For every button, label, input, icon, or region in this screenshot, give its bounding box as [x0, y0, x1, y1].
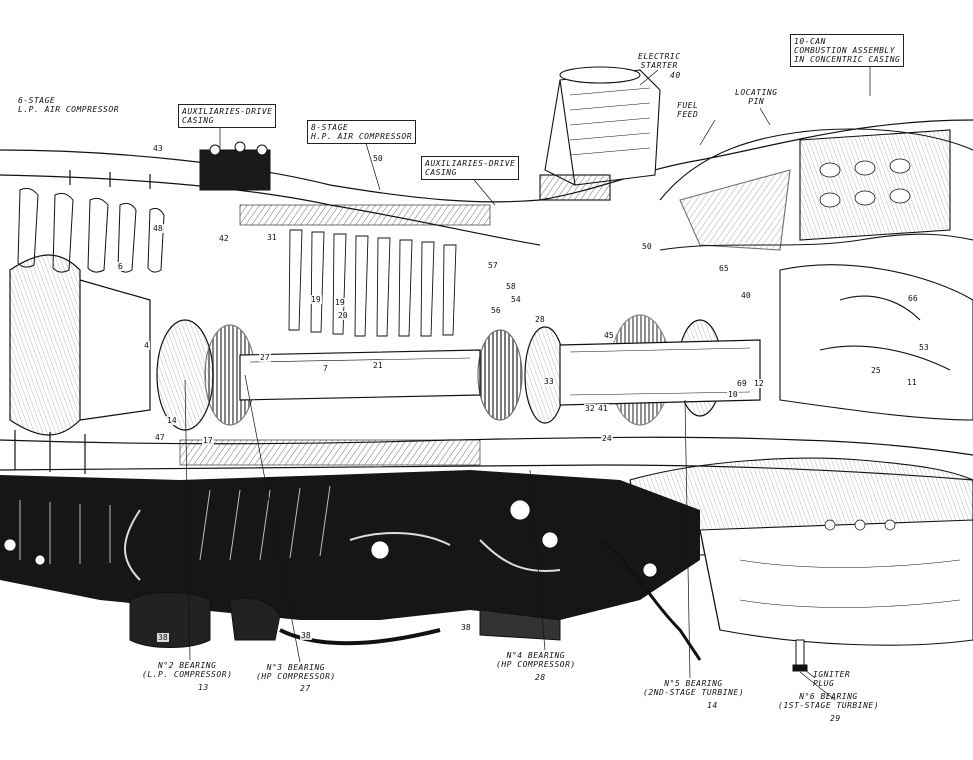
part-number: 4 [143, 341, 150, 350]
turbine-casing [629, 457, 973, 646]
callout-electric-starter: ELECTRIC STARTER [638, 52, 681, 70]
callout-bearing-2-ref: 13 [198, 683, 209, 692]
part-number: 24 [601, 434, 613, 443]
callout-lp-compressor: 6-STAGE L.P. AIR COMPRESSOR [18, 96, 120, 114]
part-number: 14 [166, 416, 178, 425]
part-number: 32 [584, 404, 596, 413]
part-number: 50 [641, 242, 653, 251]
casing-studs [14, 170, 151, 474]
aux-drive-casing-1 [199, 141, 271, 191]
callout-bearing-5-ref: 14 [707, 701, 718, 710]
part-number: 58 [505, 282, 517, 291]
part-number: 19 [334, 298, 346, 307]
callout-bearing-3-ref: 27 [300, 684, 311, 693]
callout-bearing-5: N°5 BEARING (2ND-STAGE TURBINE) [643, 679, 745, 697]
main-shaft [239, 314, 761, 426]
lower-accessory-section [0, 470, 702, 661]
part-number: 7 [322, 364, 329, 373]
callout-locating-pin: LOCATING PIN [735, 88, 778, 106]
callout-bearing-4: N°4 BEARING (HP COMPRESSOR) [496, 651, 576, 669]
part-number: 42 [218, 234, 230, 243]
part-number: 12 [753, 379, 765, 388]
callout-bearing-3: N°3 BEARING (HP COMPRESSOR) [256, 663, 336, 681]
part-number: 43 [152, 144, 164, 153]
part-number: 66 [907, 294, 919, 303]
part-number: 28 [534, 315, 546, 324]
part-number: 19 [310, 295, 322, 304]
part-number: 56 [490, 306, 502, 315]
callout-igniter-plug: IGNITER PLUG [813, 670, 851, 688]
part-number: 25 [870, 366, 882, 375]
part-number: 11 [906, 378, 918, 387]
leader-lines [184, 66, 871, 701]
part-number: 45 [603, 331, 615, 340]
part-number: 40 [740, 291, 752, 300]
lp-compressor-blades [17, 187, 165, 273]
lp-rotor [9, 254, 256, 436]
part-number: 33 [543, 377, 555, 386]
part-number: 53 [918, 343, 930, 352]
part-number: 10 [727, 390, 739, 399]
callout-bearing-4-ref: 28 [535, 673, 546, 682]
part-number: 38 [300, 631, 312, 640]
part-number: 48 [152, 224, 164, 233]
part-number: 69 [736, 379, 748, 388]
callout-bearing-6-ref: 29 [830, 714, 841, 723]
part-number: 21 [372, 361, 384, 370]
callout-aux-drive-casing-2: AUXILIARIES-DRIVE CASING [421, 156, 520, 180]
callout-bearing-2: N°2 BEARING (L.P. COMPRESSOR) [142, 661, 233, 679]
part-number: 47 [154, 433, 166, 442]
combustion-can [659, 128, 973, 421]
part-number: 34 [536, 466, 546, 475]
hp-compressor-blades [288, 229, 457, 337]
electric-starter [539, 66, 661, 201]
part-number: 27 [259, 353, 271, 362]
callout-bearing-6: N°6 BEARING (1ST-STAGE TURBINE) [778, 692, 880, 710]
callout-hp-compressor: 8-STAGE H.P. AIR COMPRESSOR [307, 120, 417, 144]
part-number: 38 [460, 623, 472, 632]
part-number: 38 [157, 633, 169, 642]
part-number: 31 [266, 233, 278, 242]
callout-fuel-feed: FUEL FEED [677, 101, 699, 119]
part-number: 50 [372, 154, 384, 163]
part-number: 41 [597, 404, 609, 413]
part-number: 6 [117, 262, 124, 271]
part-number: 54 [510, 295, 522, 304]
callout-electric-starter-ref: 40 [670, 71, 681, 80]
callout-combustion-assembly: 10-CAN COMBUSTION ASSEMBLY IN CONCENTRIC… [790, 34, 905, 67]
part-number: 20 [337, 311, 349, 320]
part-number: 65 [718, 264, 730, 273]
hp-stator-vanes [179, 204, 491, 466]
part-number: 17 [202, 436, 214, 445]
part-number: 57 [487, 261, 499, 270]
igniter-plug [792, 639, 808, 672]
callout-aux-drive-casing-1: AUXILIARIES-DRIVE CASING [178, 104, 277, 128]
